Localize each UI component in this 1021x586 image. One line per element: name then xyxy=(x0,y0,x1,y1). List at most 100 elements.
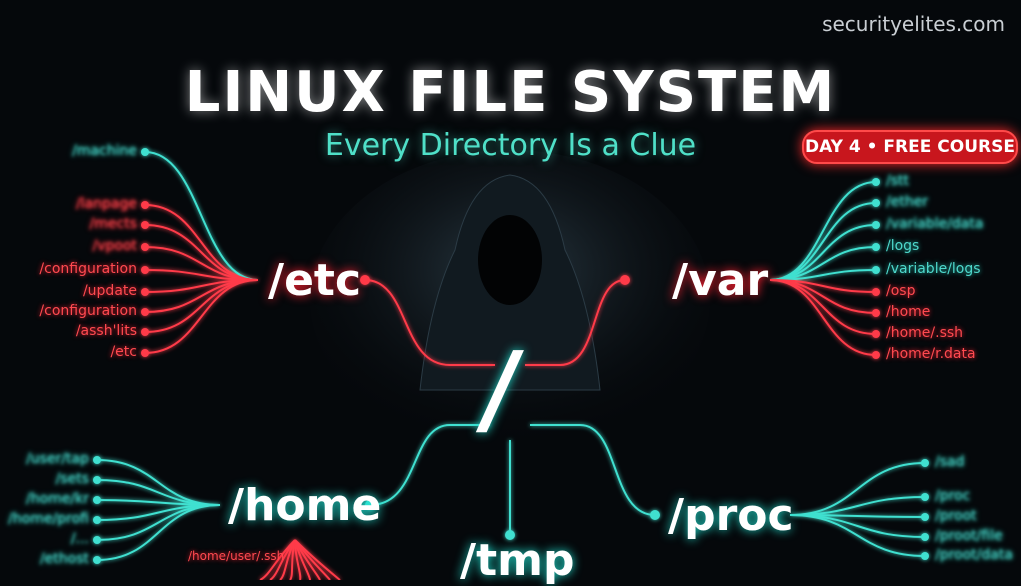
branch-dot xyxy=(872,288,880,296)
home-sub-wire xyxy=(294,539,311,580)
branch-dot xyxy=(921,493,929,501)
branch-dot xyxy=(93,476,101,484)
branch-label: /proot xyxy=(935,508,977,524)
branch-wire xyxy=(144,224,259,281)
branch-label: /assh'lits xyxy=(75,323,137,339)
branch-label: /update xyxy=(82,283,137,299)
branch-wire xyxy=(789,514,926,557)
branch-label: /proc xyxy=(935,488,971,504)
branch-label: /vpoot xyxy=(92,238,137,254)
branch-label: /mects xyxy=(89,216,137,232)
branch-wire xyxy=(144,151,259,281)
branch-label: /sad xyxy=(935,454,965,470)
branch-dot xyxy=(93,516,101,524)
branch-label: /ether xyxy=(886,194,929,210)
branch-wire xyxy=(96,504,221,541)
branch-dot xyxy=(921,459,929,467)
branch-dot xyxy=(93,456,101,464)
node-proc: /proc xyxy=(668,490,794,541)
branch-label: /home/r.data xyxy=(886,346,976,362)
branch-dot xyxy=(620,275,630,285)
branch-dot xyxy=(141,243,149,251)
branch-label: /ethost xyxy=(39,551,89,567)
branch-dot xyxy=(141,221,149,229)
home-sub-wire xyxy=(294,539,302,580)
root-to-home xyxy=(369,424,490,506)
branch-dot xyxy=(872,221,880,229)
branch-wire xyxy=(96,459,221,506)
branch-wire xyxy=(769,279,877,335)
branch-label: /... xyxy=(70,531,89,547)
branch-dot xyxy=(650,510,660,520)
branch-wire xyxy=(96,479,221,506)
branch-wire xyxy=(789,462,926,516)
branch-dot xyxy=(505,530,515,540)
branch-label: /machine xyxy=(72,143,137,159)
branch-dot xyxy=(872,309,880,317)
branch-label: /stt xyxy=(886,173,909,189)
branch-dot xyxy=(365,500,375,510)
root-to-proc xyxy=(530,424,656,516)
branch-dot xyxy=(141,266,149,274)
watermark: securityelites.com xyxy=(822,12,1005,36)
branch-dot xyxy=(93,536,101,544)
node-var: /var xyxy=(672,255,769,306)
var-to-root xyxy=(525,279,626,366)
hood-face xyxy=(478,215,542,305)
course-badge: DAY 4 • FREE COURSE xyxy=(802,130,1018,164)
node-etc: /etc xyxy=(268,255,362,306)
home-sub-wire xyxy=(289,539,296,580)
node-home: /home xyxy=(228,480,382,531)
node-tmp: /tmp xyxy=(460,535,575,586)
branch-label: /configuration xyxy=(39,261,137,277)
branch-label: /logs xyxy=(886,238,920,254)
branch-label: /home xyxy=(886,304,931,320)
branch-dot xyxy=(872,243,880,251)
branch-dot xyxy=(872,178,880,186)
etc-to-root xyxy=(364,279,495,366)
branch-wire xyxy=(769,181,877,281)
branch-wire xyxy=(769,224,877,281)
branch-label: /home/.ssh xyxy=(886,325,964,341)
branch-label: /home/kr xyxy=(26,491,89,507)
branch-dot xyxy=(93,496,101,504)
branch-dot xyxy=(141,328,149,336)
branch-dot xyxy=(872,330,880,338)
branch-label: /sets xyxy=(55,471,89,487)
branch-wire xyxy=(769,202,877,281)
branch-wire xyxy=(769,279,877,356)
branch-dot xyxy=(141,201,149,209)
branch-dot xyxy=(360,275,370,285)
branch-dot xyxy=(93,556,101,564)
branch-dot xyxy=(872,351,880,359)
home-sub-wire xyxy=(269,539,296,580)
branch-dot xyxy=(141,349,149,357)
home-sub-wire xyxy=(279,539,296,580)
branch-dot xyxy=(141,308,149,316)
branch-label: /proot/file xyxy=(935,528,1003,544)
branch-dot xyxy=(872,266,880,274)
branch-dot xyxy=(141,288,149,296)
branch-dot xyxy=(921,513,929,521)
branch-label: /home/profi xyxy=(8,511,89,527)
branch-wire xyxy=(96,504,221,561)
branch-label: /etc xyxy=(110,344,137,360)
home-sub-wire xyxy=(294,539,341,580)
branch-label: /configuration xyxy=(39,303,137,319)
branch-label: /user/tap xyxy=(26,451,89,467)
branch-label: /lanpage xyxy=(75,196,137,212)
home-sub-label: /home/user/.ssh xyxy=(188,549,285,563)
branch-dot xyxy=(921,552,929,560)
branch-wire xyxy=(789,514,926,538)
branch-dot xyxy=(921,533,929,541)
subtitle: Every Directory Is a Clue xyxy=(324,128,697,163)
branch-dot xyxy=(141,148,149,156)
branch-wire xyxy=(144,279,259,333)
page-title: LINUX FILE SYSTEM xyxy=(184,60,837,125)
branch-dot xyxy=(872,199,880,207)
branch-label: /variable/data xyxy=(886,216,984,232)
branch-label: /osp xyxy=(886,283,916,299)
branch-wire xyxy=(144,279,259,354)
branch-label: /proot/data xyxy=(935,547,1013,563)
